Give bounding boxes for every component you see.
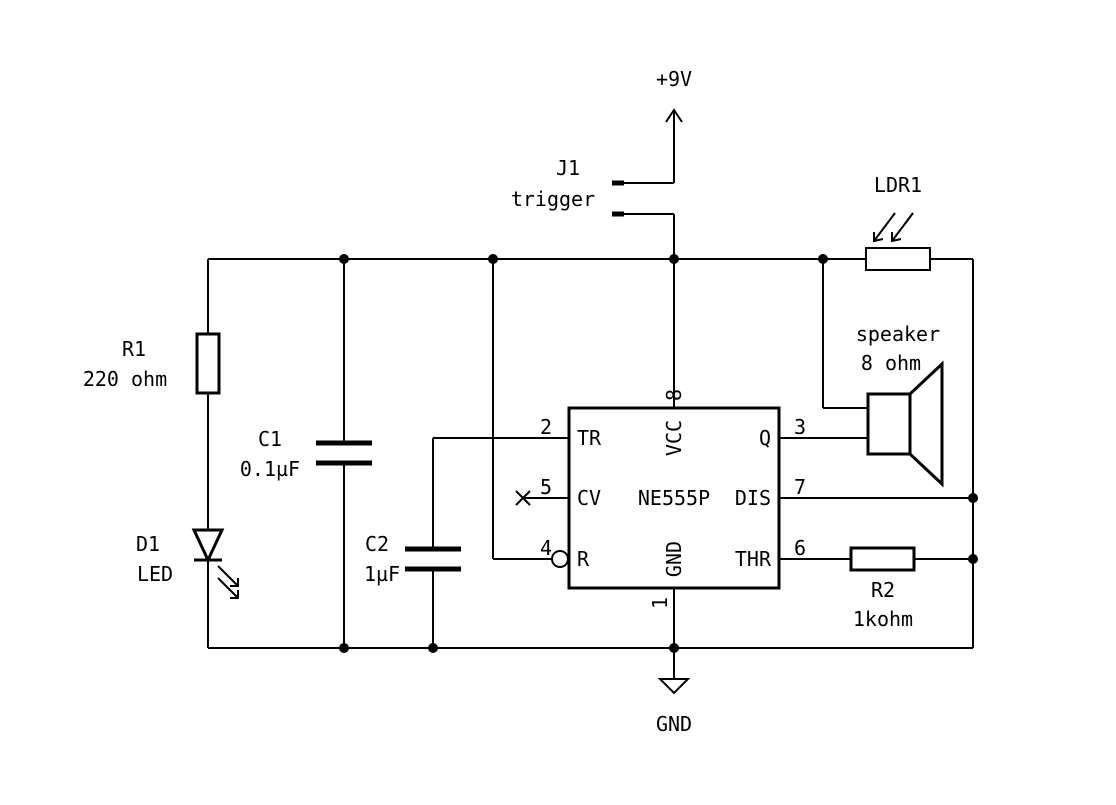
pin-gnd-name: GND [662, 541, 686, 577]
j1-ref: J1 [556, 156, 580, 180]
junction-dot [968, 554, 978, 564]
gnd-label: GND [656, 712, 692, 736]
light-arrowhead-icon [873, 232, 884, 243]
pin-thr-number: 6 [794, 536, 806, 560]
no-connect-icon [515, 490, 531, 506]
pin-cv-number: 5 [540, 475, 552, 499]
inversion-bubble-icon [551, 550, 569, 568]
resistor-icon [849, 546, 916, 572]
speaker-cone-icon [908, 360, 944, 488]
vcc-power-symbol: +9V [656, 67, 692, 123]
r2-component: R2 1kohm [849, 546, 916, 631]
light-arrowhead-icon [891, 232, 902, 243]
c1-component: C1 0.1µF [240, 427, 372, 481]
pin-vcc-name: VCC [662, 420, 686, 456]
r1-value: 220 ohm [83, 367, 167, 391]
speaker-value: 8 ohm [861, 351, 921, 375]
speaker-component: speaker 8 ohm [856, 322, 944, 488]
junction-dot [488, 254, 498, 264]
r1-ref: R1 [122, 337, 146, 361]
pin-q-name: Q [759, 426, 771, 450]
ne555p-ic: NE555P 2 TR 5 CV 4 R 3 Q 7 DIS 6 THR 8 V… [515, 389, 806, 609]
pin-r-number: 4 [540, 536, 552, 560]
r2-ref: R2 [871, 578, 895, 602]
d1-component: D1 LED [136, 528, 239, 599]
pin-cv-name: CV [577, 486, 601, 510]
vcc-label: +9V [656, 67, 692, 91]
junction-dot [428, 643, 438, 653]
light-arrow-icon [873, 212, 896, 242]
junction-dot [669, 254, 679, 264]
pin-vcc-number: 8 [662, 389, 686, 401]
d1-ref: D1 [136, 532, 160, 556]
pin-r-name: R [577, 547, 590, 571]
junction-dot [339, 643, 349, 653]
c1-ref: C1 [258, 427, 282, 451]
diode-triangle-icon [191, 528, 225, 564]
junction-dot [669, 643, 679, 653]
junction-dot [818, 254, 828, 264]
light-arrowhead-icon [230, 590, 239, 599]
d1-value: LED [137, 562, 173, 586]
pin-q-number: 3 [794, 415, 806, 439]
light-arrow-icon [217, 577, 239, 599]
ground-icon [657, 678, 691, 695]
light-arrow-icon [217, 565, 239, 587]
ldr1-ref: LDR1 [874, 173, 922, 197]
light-arrowhead-icon [230, 578, 239, 587]
ic-body [567, 406, 781, 590]
light-arrow-icon [891, 212, 914, 242]
c1-value: 0.1µF [240, 457, 300, 481]
c2-ref: C2 [365, 532, 389, 556]
r1-component: R1 220 ohm [83, 332, 221, 395]
pin-gnd-number: 1 [648, 597, 672, 609]
c2-component: C2 1µF [364, 532, 461, 586]
pin-dis-number: 7 [794, 475, 806, 499]
ldr-body-icon [865, 247, 931, 271]
junction-dot [968, 493, 978, 503]
ldr1-component: LDR1 [865, 173, 931, 271]
pin-dis-name: DIS [735, 486, 771, 510]
ic-name: NE555P [638, 486, 710, 510]
resistor-icon [195, 332, 221, 395]
speaker-body-icon [866, 392, 912, 456]
junctions [339, 254, 978, 653]
pin-thr-name: THR [735, 547, 772, 571]
j1-value: trigger [511, 187, 595, 211]
c2-value: 1µF [364, 562, 400, 586]
vcc-arrow-icon [665, 108, 683, 123]
speaker-ref: speaker [856, 322, 940, 346]
j1-connector: J1 trigger [511, 156, 624, 217]
pin-tr-name: TR [577, 426, 602, 450]
r2-value: 1kohm [853, 607, 913, 631]
wires [207, 110, 974, 678]
junction-dot [339, 254, 349, 264]
gnd-power-symbol: GND [656, 678, 692, 736]
pin-tr-number: 2 [540, 415, 552, 439]
